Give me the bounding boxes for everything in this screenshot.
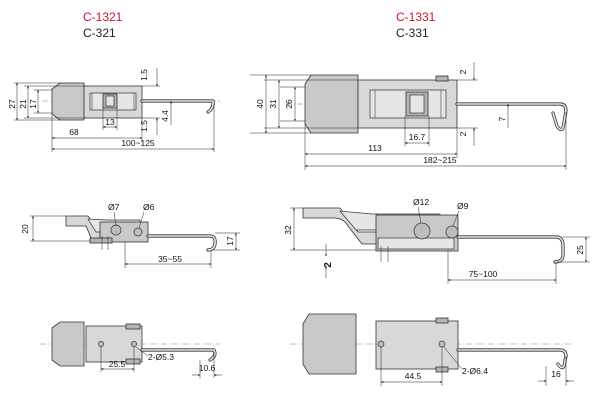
dim-4-4: 4.4	[160, 110, 170, 122]
dim-17: 17	[28, 99, 38, 109]
dim-27: 27	[7, 99, 17, 109]
dim-21: 21	[18, 99, 28, 109]
pivot-hole-12	[413, 222, 431, 240]
dim-100-125: 100~125	[121, 138, 155, 148]
model-code-c1331: C-1331	[396, 10, 436, 24]
large-latch-top-view: 40 31 26 2 2 7 16.7 113 182~215	[250, 62, 568, 170]
small-latch-bottom-view: 25.5 2-Ø5.3 10.6	[40, 321, 222, 378]
dim-2-top: 2	[458, 69, 468, 74]
dim-35-55: 35~55	[158, 254, 182, 264]
mount-hole-1	[98, 341, 104, 347]
model-code-c1321: C-1321	[83, 10, 123, 24]
dim-phi7: Ø7	[108, 202, 120, 212]
dim-phi6: Ø6	[143, 202, 155, 212]
mount-hole-4	[438, 340, 446, 348]
dim-20: 20	[20, 224, 30, 234]
pivot-hole-9	[445, 225, 459, 239]
dim-182-215: 182~215	[423, 155, 457, 165]
dim-16: 16	[551, 369, 561, 379]
dim-2-phi6-4: 2-Ø6.4	[462, 366, 488, 376]
dim-25-side: 25	[575, 245, 585, 255]
small-latch-side-view: 20 17 Ø7 Ø6 35~55	[20, 202, 240, 268]
dim-113: 113	[368, 143, 382, 153]
pivot-hole-6	[133, 227, 143, 237]
dim-31: 31	[268, 99, 278, 109]
dim-44-5: 44.5	[405, 371, 422, 381]
dim-25-5: 25.5	[109, 359, 126, 369]
dim-1-5-bottom: 1.5	[139, 120, 149, 132]
model-code-c331: C-331	[396, 26, 429, 40]
dim-32: 32	[283, 225, 293, 235]
dim-75-100: 75~100	[469, 269, 498, 279]
large-latch-bottom-view: 44.5 2-Ø6.4 16	[290, 313, 574, 386]
mount-hole-2	[131, 341, 137, 347]
dim-7: 7	[497, 116, 507, 121]
dim-17-side: 17	[225, 236, 235, 246]
dim-2-side: 2	[323, 262, 334, 268]
dim-26: 26	[284, 99, 294, 109]
dim-40: 40	[255, 99, 265, 109]
dim-10-6: 10.6	[199, 363, 216, 373]
dim-13: 13	[105, 117, 115, 127]
dim-2-bottom: 2	[458, 131, 468, 136]
dim-1-5-top: 1.5	[139, 69, 149, 81]
dim-phi12: Ø12	[413, 197, 429, 207]
dim-2-phi5-3: 2-Ø5.3	[148, 352, 174, 362]
large-latch-side-view: 32 2 25 Ø12 Ø9 75~100	[283, 197, 590, 284]
pivot-hole-7	[110, 224, 122, 236]
dim-phi9: Ø9	[457, 201, 469, 211]
model-code-c321: C-321	[83, 26, 116, 40]
small-latch-top-view: 27 21 17 1.5 1.5 4.4 13 68 100~125	[7, 68, 220, 152]
mount-hole-3	[377, 340, 385, 348]
dim-16-7: 16.7	[409, 132, 426, 142]
dim-68: 68	[69, 127, 79, 137]
